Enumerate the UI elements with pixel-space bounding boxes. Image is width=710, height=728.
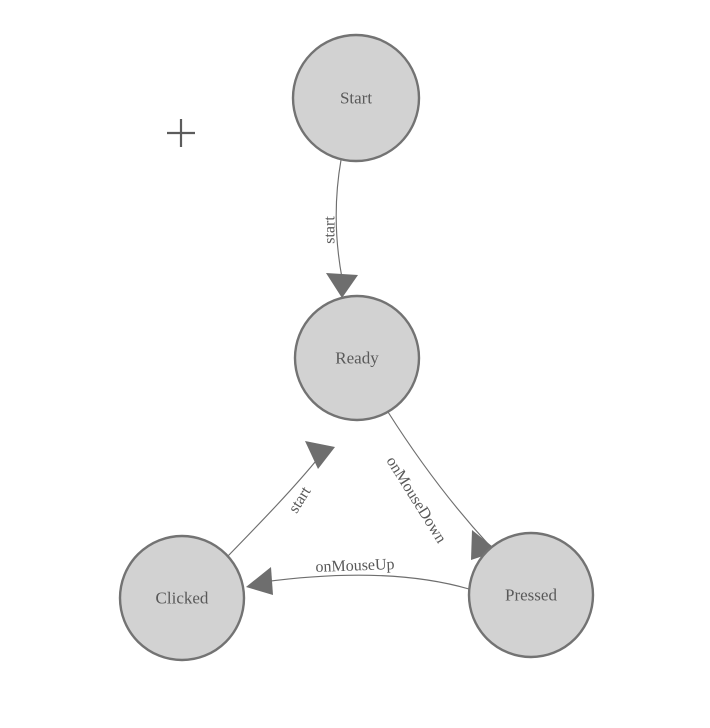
edge-start-to-ready-arrowhead bbox=[326, 273, 358, 298]
edge-label-clicked-to-ready: start bbox=[285, 483, 314, 516]
node-ready-circle bbox=[293, 294, 421, 422]
node-start[interactable]: Start bbox=[291, 33, 421, 163]
edge-label-start-to-ready: start bbox=[322, 216, 339, 244]
node-start-circle bbox=[291, 33, 421, 163]
node-start-label: Start bbox=[340, 89, 372, 108]
edge-clicked-to-ready-arrowhead bbox=[305, 441, 335, 469]
edge-pressed-to-clicked-arrowhead bbox=[246, 567, 273, 595]
edge-ready-to-pressed[interactable]: onMouseDown bbox=[383, 411, 498, 560]
node-clicked[interactable]: Clicked bbox=[118, 534, 246, 662]
edge-start-to-ready[interactable]: start bbox=[322, 159, 359, 298]
node-pressed-label: Pressed bbox=[505, 586, 557, 605]
node-ready-label: Ready bbox=[335, 349, 379, 368]
node-pressed-circle bbox=[467, 531, 595, 659]
edge-clicked-to-ready[interactable]: start bbox=[226, 441, 335, 558]
node-ready[interactable]: Ready bbox=[293, 294, 421, 422]
edge-clicked-to-ready-path bbox=[226, 455, 321, 558]
node-clicked-label: Clicked bbox=[156, 589, 209, 608]
node-clicked-circle bbox=[118, 534, 246, 662]
plus-marker-icon[interactable] bbox=[167, 119, 195, 147]
edge-start-to-ready-path bbox=[335, 159, 343, 279]
edge-pressed-to-clicked[interactable]: onMouseUp bbox=[246, 556, 470, 595]
node-pressed[interactable]: Pressed bbox=[467, 531, 595, 659]
edge-ready-to-pressed-path bbox=[387, 411, 490, 546]
edge-label-ready-to-pressed: onMouseDown bbox=[383, 454, 450, 547]
edge-label-pressed-to-clicked: onMouseUp bbox=[315, 556, 395, 576]
edge-pressed-to-clicked-path bbox=[262, 574, 470, 590]
